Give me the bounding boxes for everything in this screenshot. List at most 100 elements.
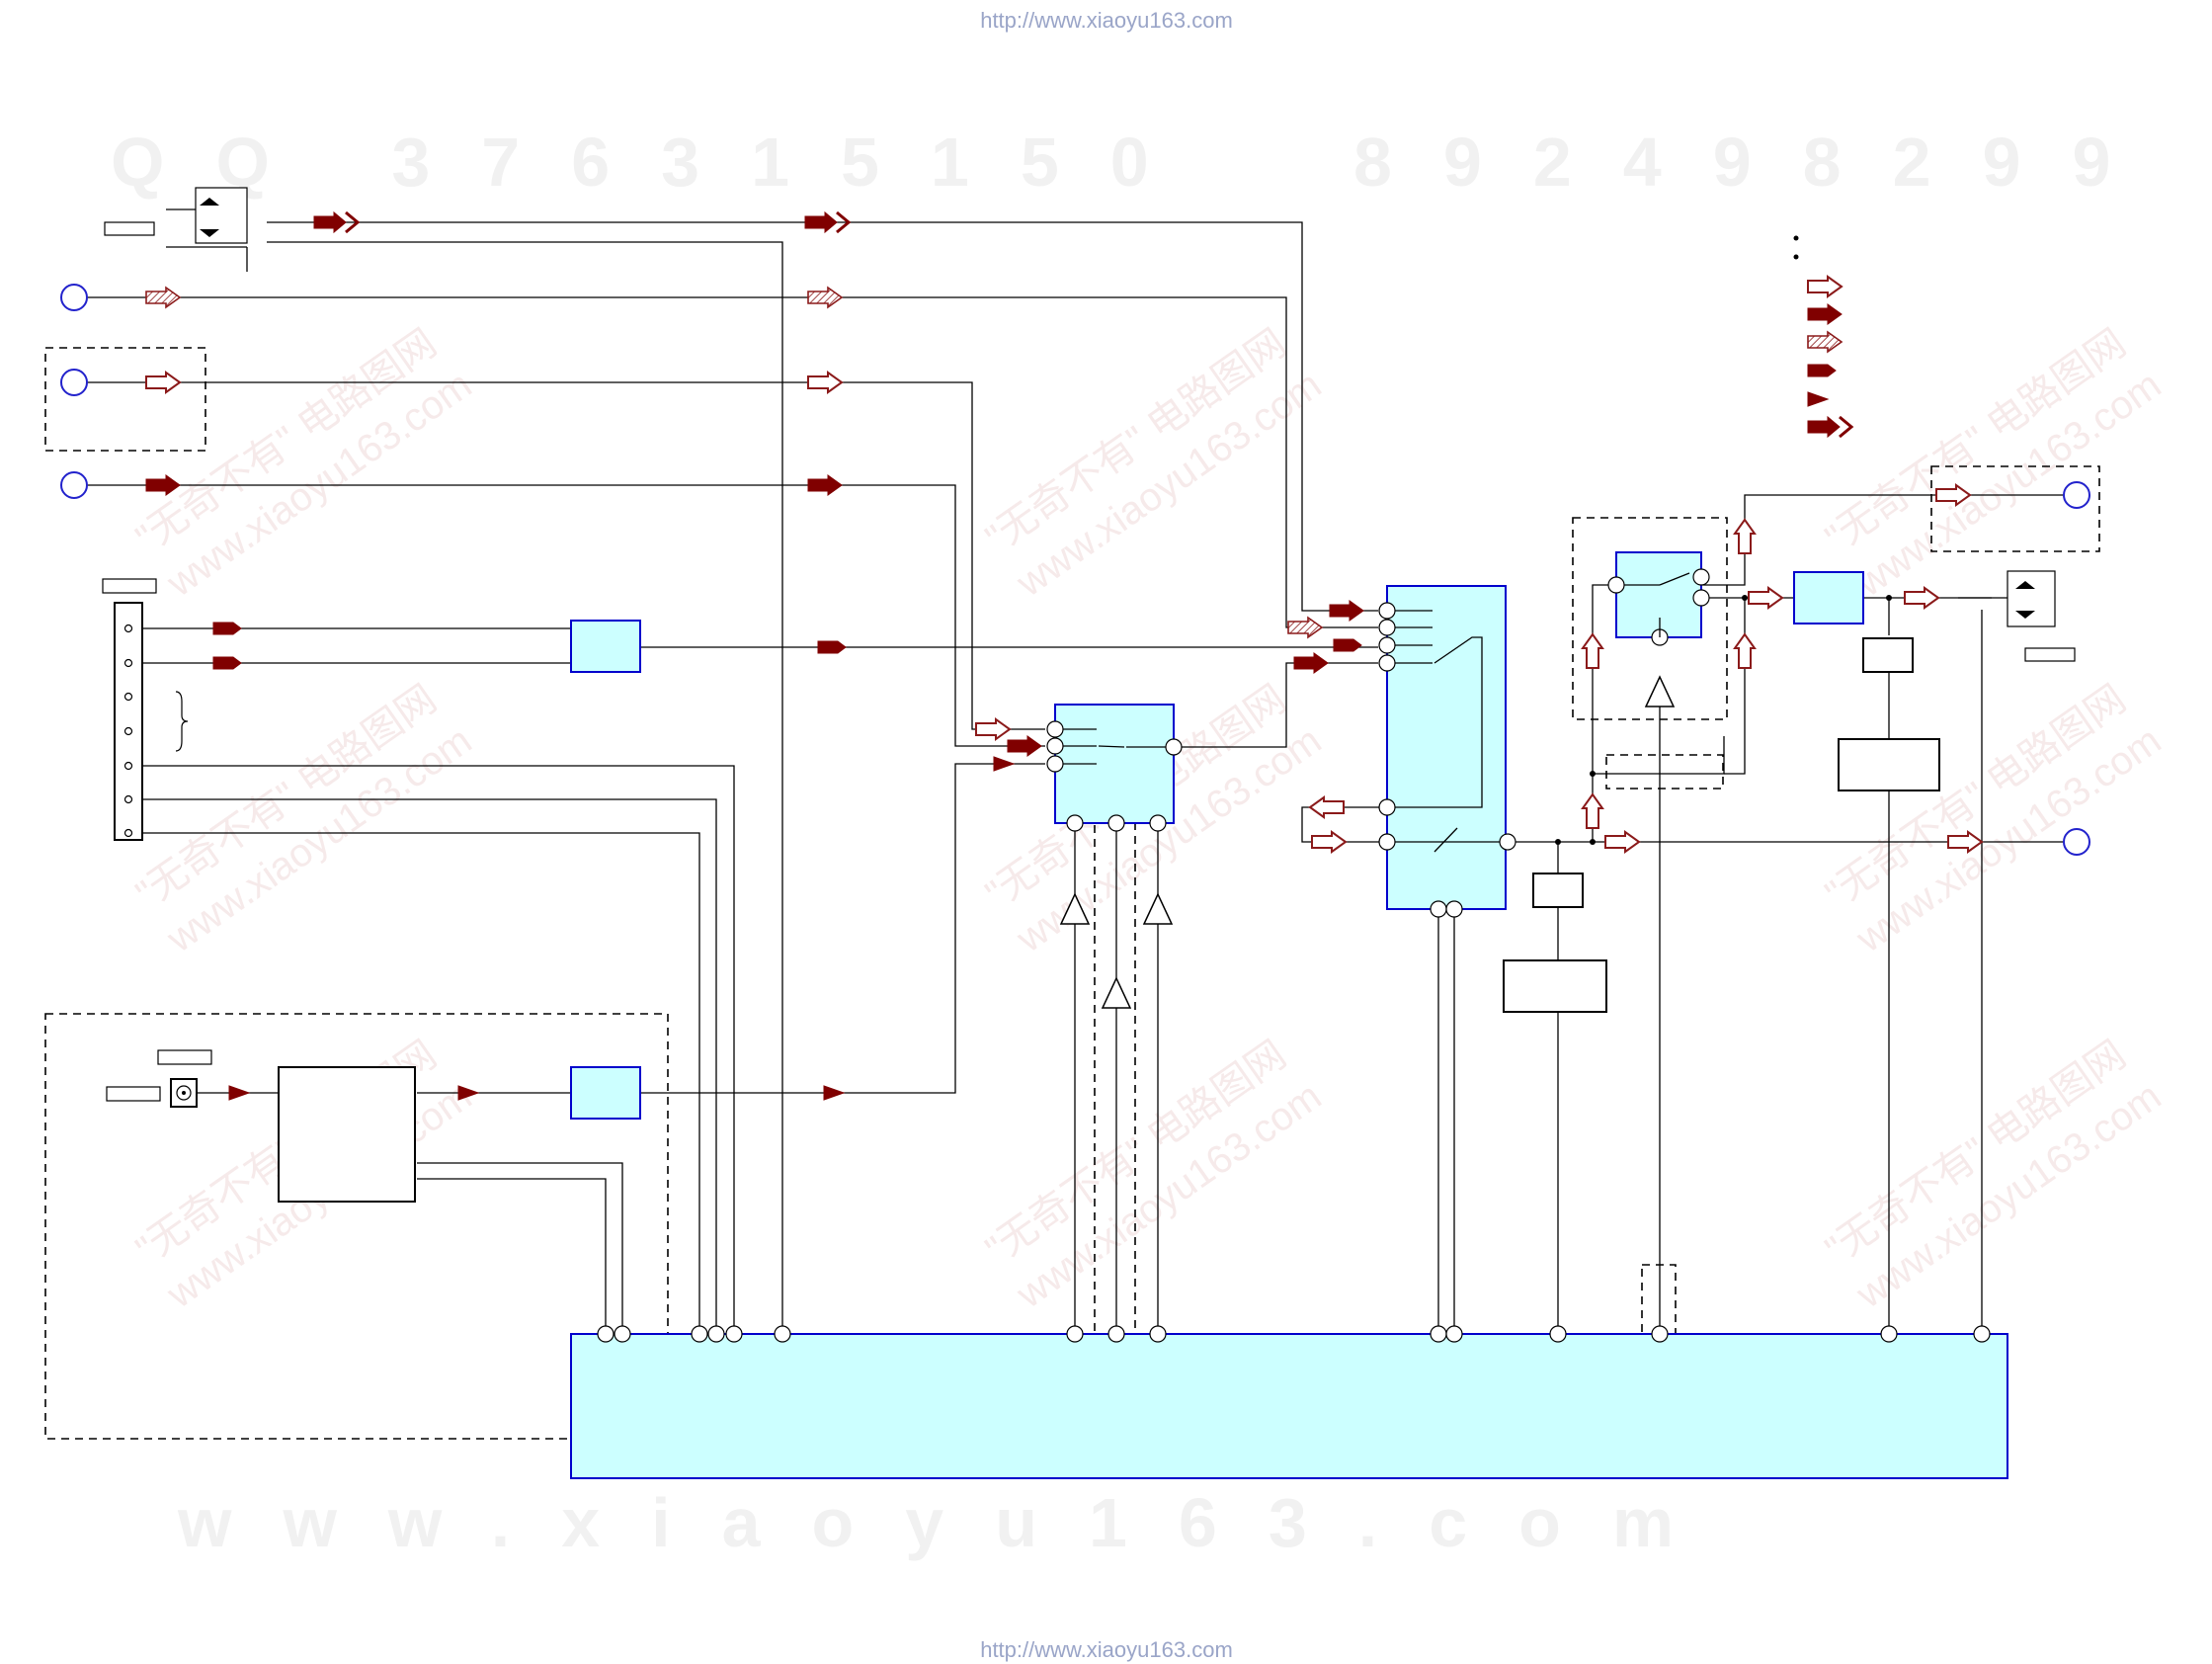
mcu-pin [707,1325,725,1343]
double-solid-arrow [804,210,852,234]
dashed-group-input2 [44,347,206,452]
ic-bus-mcu [570,1333,2008,1479]
mcu-pin [1973,1325,1991,1343]
input-jack-4[interactable] [60,471,88,499]
wire-row1-tap [267,241,783,1334]
dashed-group-switch-ctl [1605,754,1724,790]
connector-pin [123,692,133,702]
legend-hatched-arrow [1807,330,1843,354]
connector-pin [123,794,133,804]
wire-conn-pin8 [141,832,700,1334]
header-url[interactable]: http://www.xiaoyu163.com [980,8,1233,33]
mcu-pin [1445,1325,1463,1343]
hollow-arrow [1581,632,1604,669]
headphone-jack-block [1958,570,2076,662]
footer-url[interactable]: http://www.xiaoyu163.com [980,1637,1233,1662]
hollow-arrow [1935,483,1972,507]
solid-arrow [1329,600,1364,622]
hollow-arrow [1733,518,1757,554]
output-switch-contacts [1624,572,1690,637]
switch-pin [1692,568,1710,586]
headphone-label [2024,647,2076,662]
mcu-pin [1107,1325,1125,1343]
solid-pentagon [212,622,242,635]
amp-ctl-small-box [1862,637,1914,673]
wire-tuner-ctl2 [417,1178,607,1334]
mcu-pin [1651,1325,1669,1343]
left-connector-strip [114,602,143,841]
selector-pin [1165,738,1183,756]
hollow-arrow [807,371,844,394]
pins [123,568,1991,1343]
wire-selector-out [1178,662,1378,748]
legend-double-solid-arrow [1807,415,1854,439]
wire-ic-tuner-out [640,763,1045,1094]
input-jack-3[interactable] [60,369,88,396]
selector-switch-contacts [1063,728,1166,765]
hollow-arrow [1748,586,1784,610]
input-jack-2[interactable] [60,284,88,311]
buffer-amp-2 [1101,976,1132,1009]
wire-conn-pin7 [141,798,717,1334]
buffer-amp-1 [1059,892,1091,925]
tuner-module [278,1066,416,1203]
wire-tuner-ctl1 [417,1162,623,1334]
selector-pin [1149,814,1167,832]
selector-pin [1046,755,1064,773]
mcu-pin [691,1325,708,1343]
connector-pin [123,726,133,736]
main-pin [1430,900,1447,918]
ic-tuner-buffer [570,1066,641,1120]
switch-driver-amp [1644,675,1676,707]
double-solid-arrow [313,210,361,234]
mcu-pin [1430,1325,1447,1343]
legend-hollow-arrow [1807,275,1843,298]
output-jack-line[interactable] [2063,828,2090,856]
small-triangle [823,1085,846,1101]
mute-small-box [1532,873,1584,908]
legend [1793,235,1854,439]
hatched-arrow [807,286,844,309]
main-pin [1499,833,1516,851]
amp-driver-box [1838,738,1940,791]
mcu-pin [597,1325,614,1343]
solid-arrow [1293,652,1329,674]
mcu-pin [1880,1325,1898,1343]
hollow-arrow [1308,795,1345,819]
solid-pentagon [1333,638,1362,652]
input-jack-block-top [104,187,248,272]
hatched-arrow [1287,616,1324,639]
hollow-arrow [1733,632,1757,669]
wire-conn-pin6 [141,765,735,1334]
connector-pin [123,624,133,633]
hatched-arrow [145,286,182,309]
hollow-arrow [145,371,182,394]
left-connector-label [102,578,157,594]
connector-bracket [175,691,189,752]
selector-pin [1046,737,1064,755]
main-pin [1378,602,1396,620]
hollow-arrow [1604,830,1641,854]
mute-driver-box [1503,959,1607,1013]
solid-pentagon [212,656,242,670]
buffer-amp-3 [1142,892,1174,925]
watermark-phone: 892498299 [1353,124,2162,201]
selector-pin [1107,814,1125,832]
output-jack-top[interactable] [2063,481,2090,509]
main-pin [1378,654,1396,672]
connector-pin [123,828,133,838]
solid-arrow [145,474,181,496]
dashed-group-output-top [1930,465,2100,552]
mcu-pin [1149,1325,1167,1343]
main-pin [1378,798,1396,816]
watermark-qq: QQ 376315150 [111,124,1200,201]
connector-pin [123,658,133,668]
hollow-arrow [975,717,1012,741]
ic-power-amp [1793,571,1864,624]
signal-arrows [145,210,1984,1101]
switch-pin [1692,589,1710,607]
mcu-pin [614,1325,631,1343]
mcu-pin [774,1325,791,1343]
mcu-pin [725,1325,743,1343]
legend-bullet [1793,254,1799,260]
